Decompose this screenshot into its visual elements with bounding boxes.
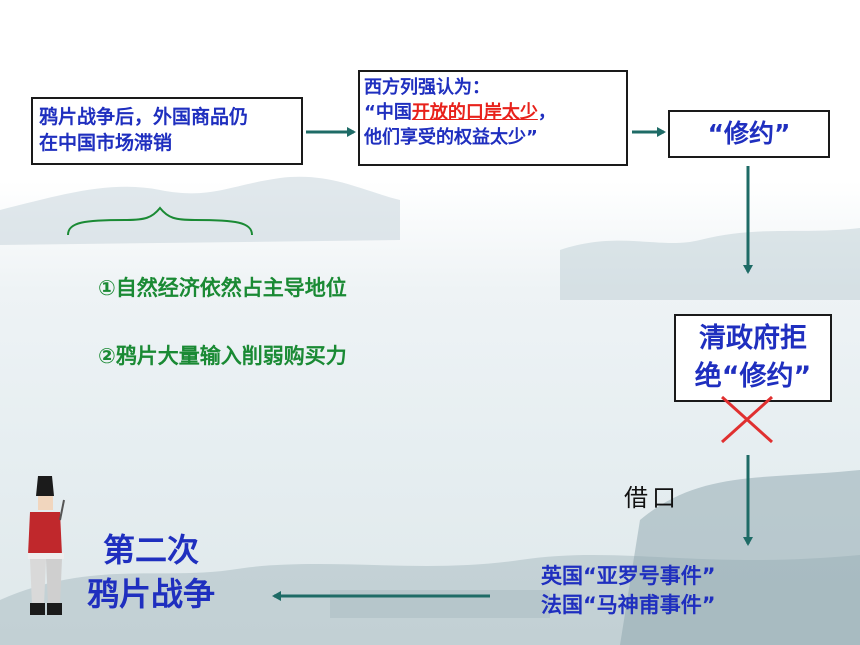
war-title-line-1: 第二次 [102,531,199,569]
war-title-line-2: 鸦片战争 [86,575,215,613]
origin-line-2: 在中国市场滞销 [39,132,173,154]
ports-highlight: 开放的口岸太少 [411,102,538,123]
western-view-line-1: 西方列强认为： [364,77,490,98]
origin-box: 鸦片战争后，外国商品仍 在中国市场滞销 [31,97,303,165]
qing-refusal-line-2: 绝“修约” [694,361,812,392]
origin-line-1: 鸦片战争后，外国商品仍 [39,106,249,128]
incident-list: 英国“亚罗号事件” 法国“马神甫事件” [541,562,716,620]
western-view-line-2: “中国开放的口岸太少， [364,100,622,125]
qing-refusal-line-1: 清政府拒 [699,323,807,354]
western-view-quote-start: “中国 [364,102,412,123]
reason-natural-economy: ①自然经济依然占主导地位 [98,276,347,300]
pretext-label: 借口 [624,484,680,512]
chapdelaine-incident: 法国“马神甫事件” [541,593,716,617]
second-opium-war-title: 第二次 鸦片战争 [76,528,226,616]
distant-mountains [0,176,400,245]
right-mountains [560,228,860,300]
qing-refusal-box: 清政府拒 绝“修约” [674,314,832,402]
revise-treaty-box: “修约” [668,110,830,158]
bottom-right-hill [620,470,860,645]
western-view-comma: ， [537,102,556,123]
arrow-incident: 英国“亚罗号事件” [541,564,716,588]
shore [330,590,550,618]
reason-opium-import: ②鸦片大量输入削弱购买力 [98,344,347,368]
western-view-box: 西方列强认为： “中国开放的口岸太少， 他们享受的权益太少” [358,70,628,166]
western-view-line-3: 他们享受的权益太少” [364,127,538,148]
